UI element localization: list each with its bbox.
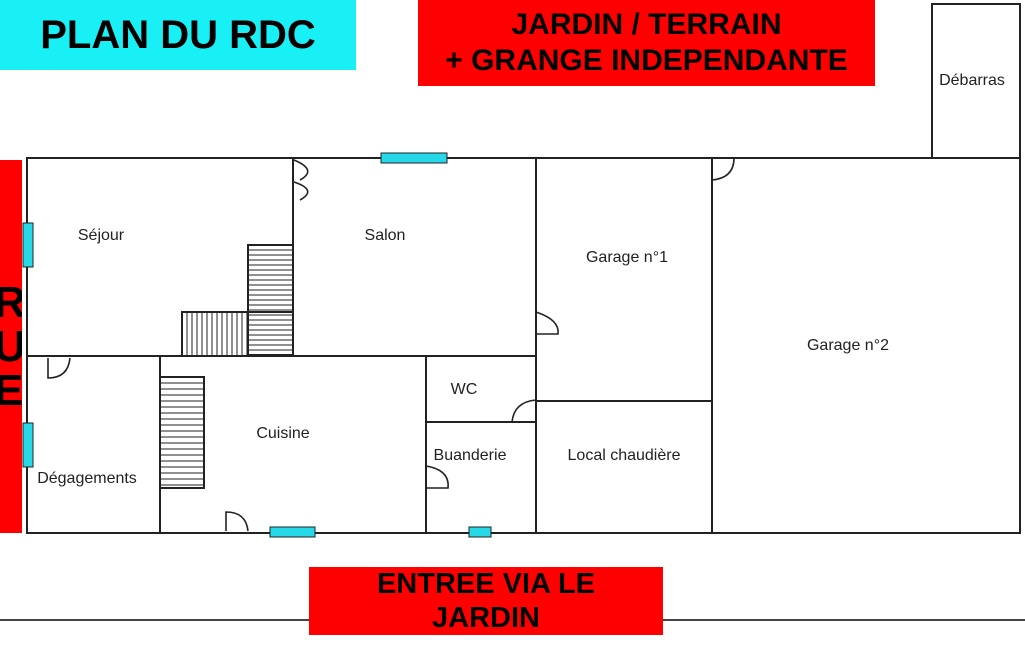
room-label-wc: WC — [451, 381, 478, 398]
room-label-buanderie: Buanderie — [434, 447, 507, 464]
stair-lower — [159, 376, 205, 489]
room-label-sejour: Séjour — [78, 227, 125, 244]
door-cuisine-exterior — [225, 511, 249, 532]
street-label: R U E — [0, 160, 22, 533]
door-garage1-garage2 — [711, 157, 735, 181]
entrance-banner-line1: ENTREE VIA LE — [376, 568, 596, 600]
room-label-garage1: Garage n°1 — [586, 249, 668, 266]
room-label-salon: Salon — [365, 227, 406, 244]
room-labels: Séjour Salon Garage n°1 Garage n°2 Débar… — [37, 72, 1005, 487]
door-wc — [511, 399, 537, 423]
street-letter: U — [0, 324, 22, 369]
street-letter: E — [0, 368, 22, 413]
window-cuisine — [269, 526, 316, 538]
stairs — [159, 244, 294, 489]
windows — [22, 152, 492, 538]
garden-banner: JARDIN / TERRAIN + GRANGE INDEPENDANTE — [418, 0, 875, 86]
outer-wall — [26, 157, 1021, 534]
street-letter: R — [0, 280, 22, 325]
debarras-wall — [931, 3, 1021, 159]
room-label-garage2: Garage n°2 — [807, 337, 889, 354]
entrance-banner: ENTREE VIA LE JARDIN — [309, 567, 663, 635]
door-buanderie — [425, 465, 449, 489]
doors — [47, 157, 735, 532]
page-title: PLAN DU RDC — [0, 0, 356, 70]
window-sejour — [22, 222, 34, 268]
garden-banner-line2: + GRANGE INDEPENDANTE — [445, 44, 848, 77]
room-label-degagements: Dégagements — [37, 470, 137, 487]
garden-banner-line1: JARDIN / TERRAIN — [511, 8, 782, 41]
entrance-banner-line2: JARDIN — [432, 602, 540, 634]
door-salon-garage1 — [535, 311, 559, 335]
window-buanderie — [468, 526, 492, 538]
window-degagements — [22, 422, 34, 468]
door-degagements — [47, 357, 71, 379]
door-sejour-salon — [293, 159, 309, 201]
window-salon — [380, 152, 448, 164]
room-label-cuisine: Cuisine — [256, 425, 309, 442]
room-label-debarras: Débarras — [939, 72, 1005, 89]
room-label-local-chaudiere: Local chaudière — [568, 447, 681, 464]
